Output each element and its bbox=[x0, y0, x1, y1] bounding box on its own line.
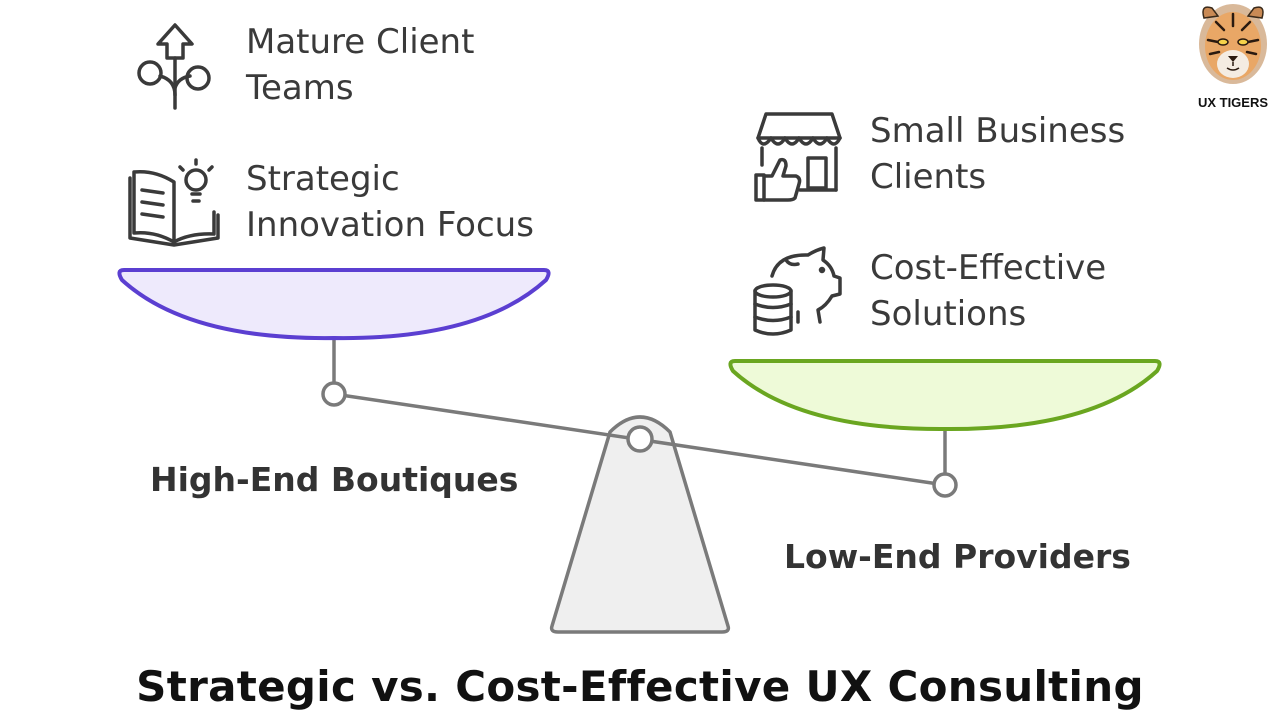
left-joint bbox=[321, 381, 347, 407]
left-item-1-line2: Teams bbox=[246, 68, 354, 108]
right-side-label: Low-End Providers bbox=[784, 537, 1131, 576]
right-pan bbox=[728, 359, 1162, 432]
left-item-2-line1: Strategic bbox=[246, 159, 400, 199]
pivot-joint bbox=[626, 425, 654, 453]
right-item-2-text: Cost-Effective Solutions bbox=[870, 245, 1106, 337]
left-side-label: High-End Boutiques bbox=[150, 460, 519, 499]
left-item-1-text: Mature Client Teams bbox=[246, 19, 474, 111]
piggy-bank-coins-icon bbox=[753, 246, 842, 336]
brand-logo: UX TIGERS bbox=[1186, 0, 1280, 120]
storefront-thumbs-up-icon bbox=[754, 112, 842, 202]
right-item-1-line2: Clients bbox=[870, 157, 987, 197]
tiger-logo-icon bbox=[1199, 4, 1267, 84]
right-joint bbox=[932, 472, 958, 498]
growth-tree-icon bbox=[137, 23, 211, 110]
left-item-2-line2: Innovation Focus bbox=[246, 205, 534, 245]
right-item-2-line2: Solutions bbox=[870, 294, 1027, 334]
left-pan bbox=[117, 268, 551, 341]
left-item-2-text: Strategic Innovation Focus bbox=[246, 156, 534, 248]
right-item-1-line1: Small Business bbox=[870, 111, 1126, 151]
book-lightbulb-icon bbox=[128, 158, 220, 247]
fulcrum bbox=[549, 415, 731, 634]
right-item-2-line1: Cost-Effective bbox=[870, 248, 1107, 288]
left-item-1-line1: Mature Client bbox=[246, 22, 475, 62]
right-item-1-text: Small Business Clients bbox=[870, 108, 1125, 200]
brand-name: UX TIGERS bbox=[1197, 95, 1269, 110]
diagram-title: Strategic vs. Cost-Effective UX Consulti… bbox=[136, 662, 1144, 711]
